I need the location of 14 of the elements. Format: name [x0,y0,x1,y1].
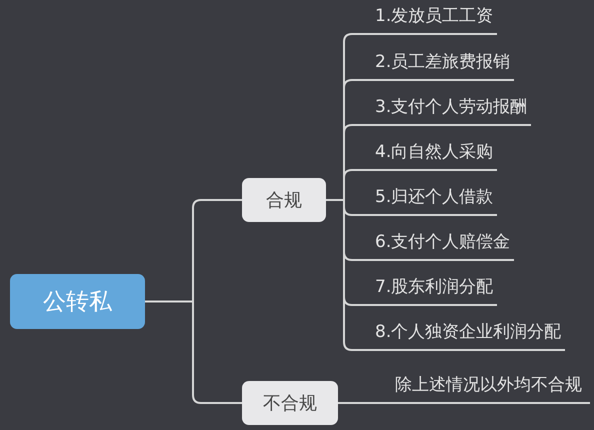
topic-box: 不合规 [242,381,338,425]
connector-line [145,300,242,404]
underlined-topic: 2.员工差旅费报销 [352,47,514,81]
underlined-topic: 8.个人独资企业利润分配 [352,317,566,351]
underlined-topic: 3.支付个人劳动报酬 [352,92,532,126]
underlined-topic: 除上述情况以外均不合规 [380,370,590,404]
central-topic-box: 公转私 [10,274,145,329]
underlined-topic: 7.股东利润分配 [352,272,498,306]
underlined-topic: 1.发放员工工资 [352,1,498,35]
connector-line [338,402,380,404]
underlined-topic: 5.归还个人借款 [352,182,498,216]
underlined-topic: 6.支付个人赔偿金 [352,227,514,261]
topic-box: 合规 [242,178,326,222]
underlined-topic: 4.向自然人采购 [352,137,498,171]
